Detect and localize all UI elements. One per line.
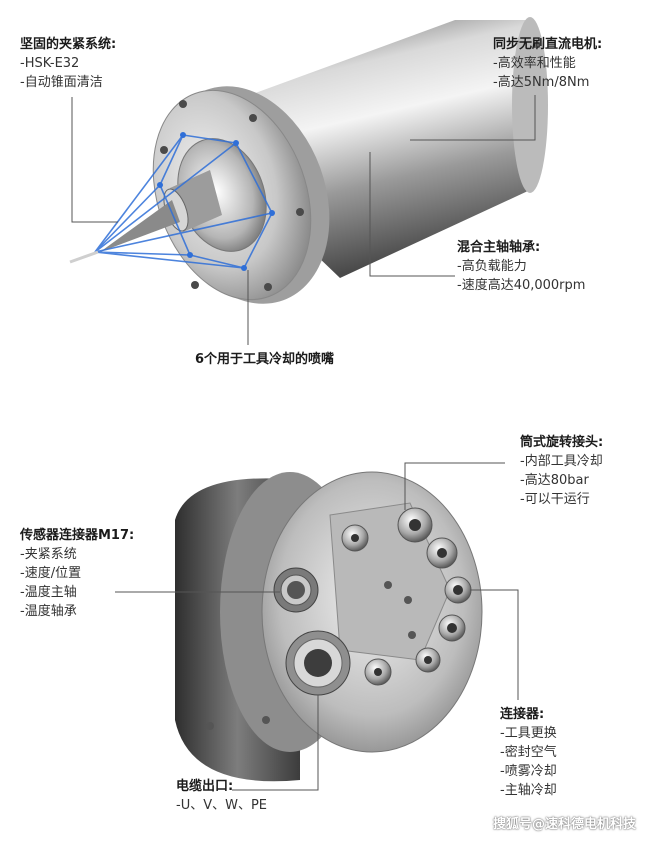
callout-cable-outlet: 电缆出口: -U、V、W、PE <box>176 777 267 815</box>
callout-item: -喷雾冷却 <box>500 764 557 779</box>
rotary-joint-ports <box>341 507 472 686</box>
callout-item: -内部工具冷却 <box>520 454 603 469</box>
callout-title: 连接器: <box>500 707 545 722</box>
watermark: 搜狐号@速科德电机科技 <box>492 817 636 832</box>
nozzle-points <box>157 132 275 271</box>
callout-item: -HSK-E32 <box>20 56 80 71</box>
callout-item: -夹紧系统 <box>20 547 77 562</box>
coolant-jets <box>94 134 273 269</box>
callout-bearing: 混合主轴轴承: -高负载能力 -速度高达40,000rpm <box>457 238 585 295</box>
callout-clamp-system: 坚固的夹紧系统: -HSK-E32 -自动锥面清洁 <box>20 35 116 92</box>
callout-item: -高效率和性能 <box>493 56 576 71</box>
callout-motor: 同步无刷直流电机: -高效率和性能 -高达5Nm/8Nm <box>493 35 602 92</box>
callout-item: -速度/位置 <box>20 566 82 581</box>
callout-item: -速度高达40,000rpm <box>457 278 586 293</box>
callout-item: -密封空气 <box>500 745 557 760</box>
callout-title: 电缆出口: <box>176 779 234 794</box>
callout-title: 传感器连接器M17: <box>20 528 135 543</box>
callout-item: -U、V、W、PE <box>176 798 268 813</box>
spindle-nose <box>100 170 222 252</box>
callout-item: -自动锥面清洁 <box>20 75 103 90</box>
callout-item: -温度轴承 <box>20 604 77 619</box>
callout-item: -高负载能力 <box>457 259 527 274</box>
flange-bolts <box>160 100 304 291</box>
callout-sensor-connector: 传感器连接器M17: -夹紧系统 -速度/位置 -温度主轴 -温度轴承 <box>20 526 134 621</box>
callout-title: 同步无刷直流电机: <box>493 37 603 52</box>
leader-lines <box>71 95 536 791</box>
callout-title: 坚固的夹紧系统: <box>20 37 117 52</box>
sensor-connector-m17 <box>273 567 319 613</box>
callout-item: -可以干运行 <box>520 492 590 507</box>
callout-item: -工具更换 <box>500 726 557 741</box>
spindle-illustration-bottom <box>175 471 483 782</box>
callout-connectors: 连接器: -工具更换 -密封空气 -喷雾冷却 -主轴冷却 <box>500 705 557 800</box>
callout-title: 筒式旋转接头: <box>520 435 604 450</box>
tool-tip <box>69 250 99 264</box>
callout-item: -主轴冷却 <box>500 783 557 798</box>
callout-rotary-joint: 筒式旋转接头: -内部工具冷却 -高达80bar -可以干运行 <box>520 433 603 509</box>
callout-nozzles: 6个用于工具冷却的喷嘴 <box>195 350 334 369</box>
face-bolts <box>206 581 416 730</box>
callout-item: -高达5Nm/8Nm <box>493 75 590 90</box>
cable-outlet <box>285 630 351 696</box>
callout-title: 6个用于工具冷却的喷嘴 <box>195 352 335 367</box>
callout-item: -温度主轴 <box>20 585 77 600</box>
callout-title: 混合主轴轴承: <box>457 240 541 255</box>
callout-item: -高达80bar <box>520 473 589 488</box>
